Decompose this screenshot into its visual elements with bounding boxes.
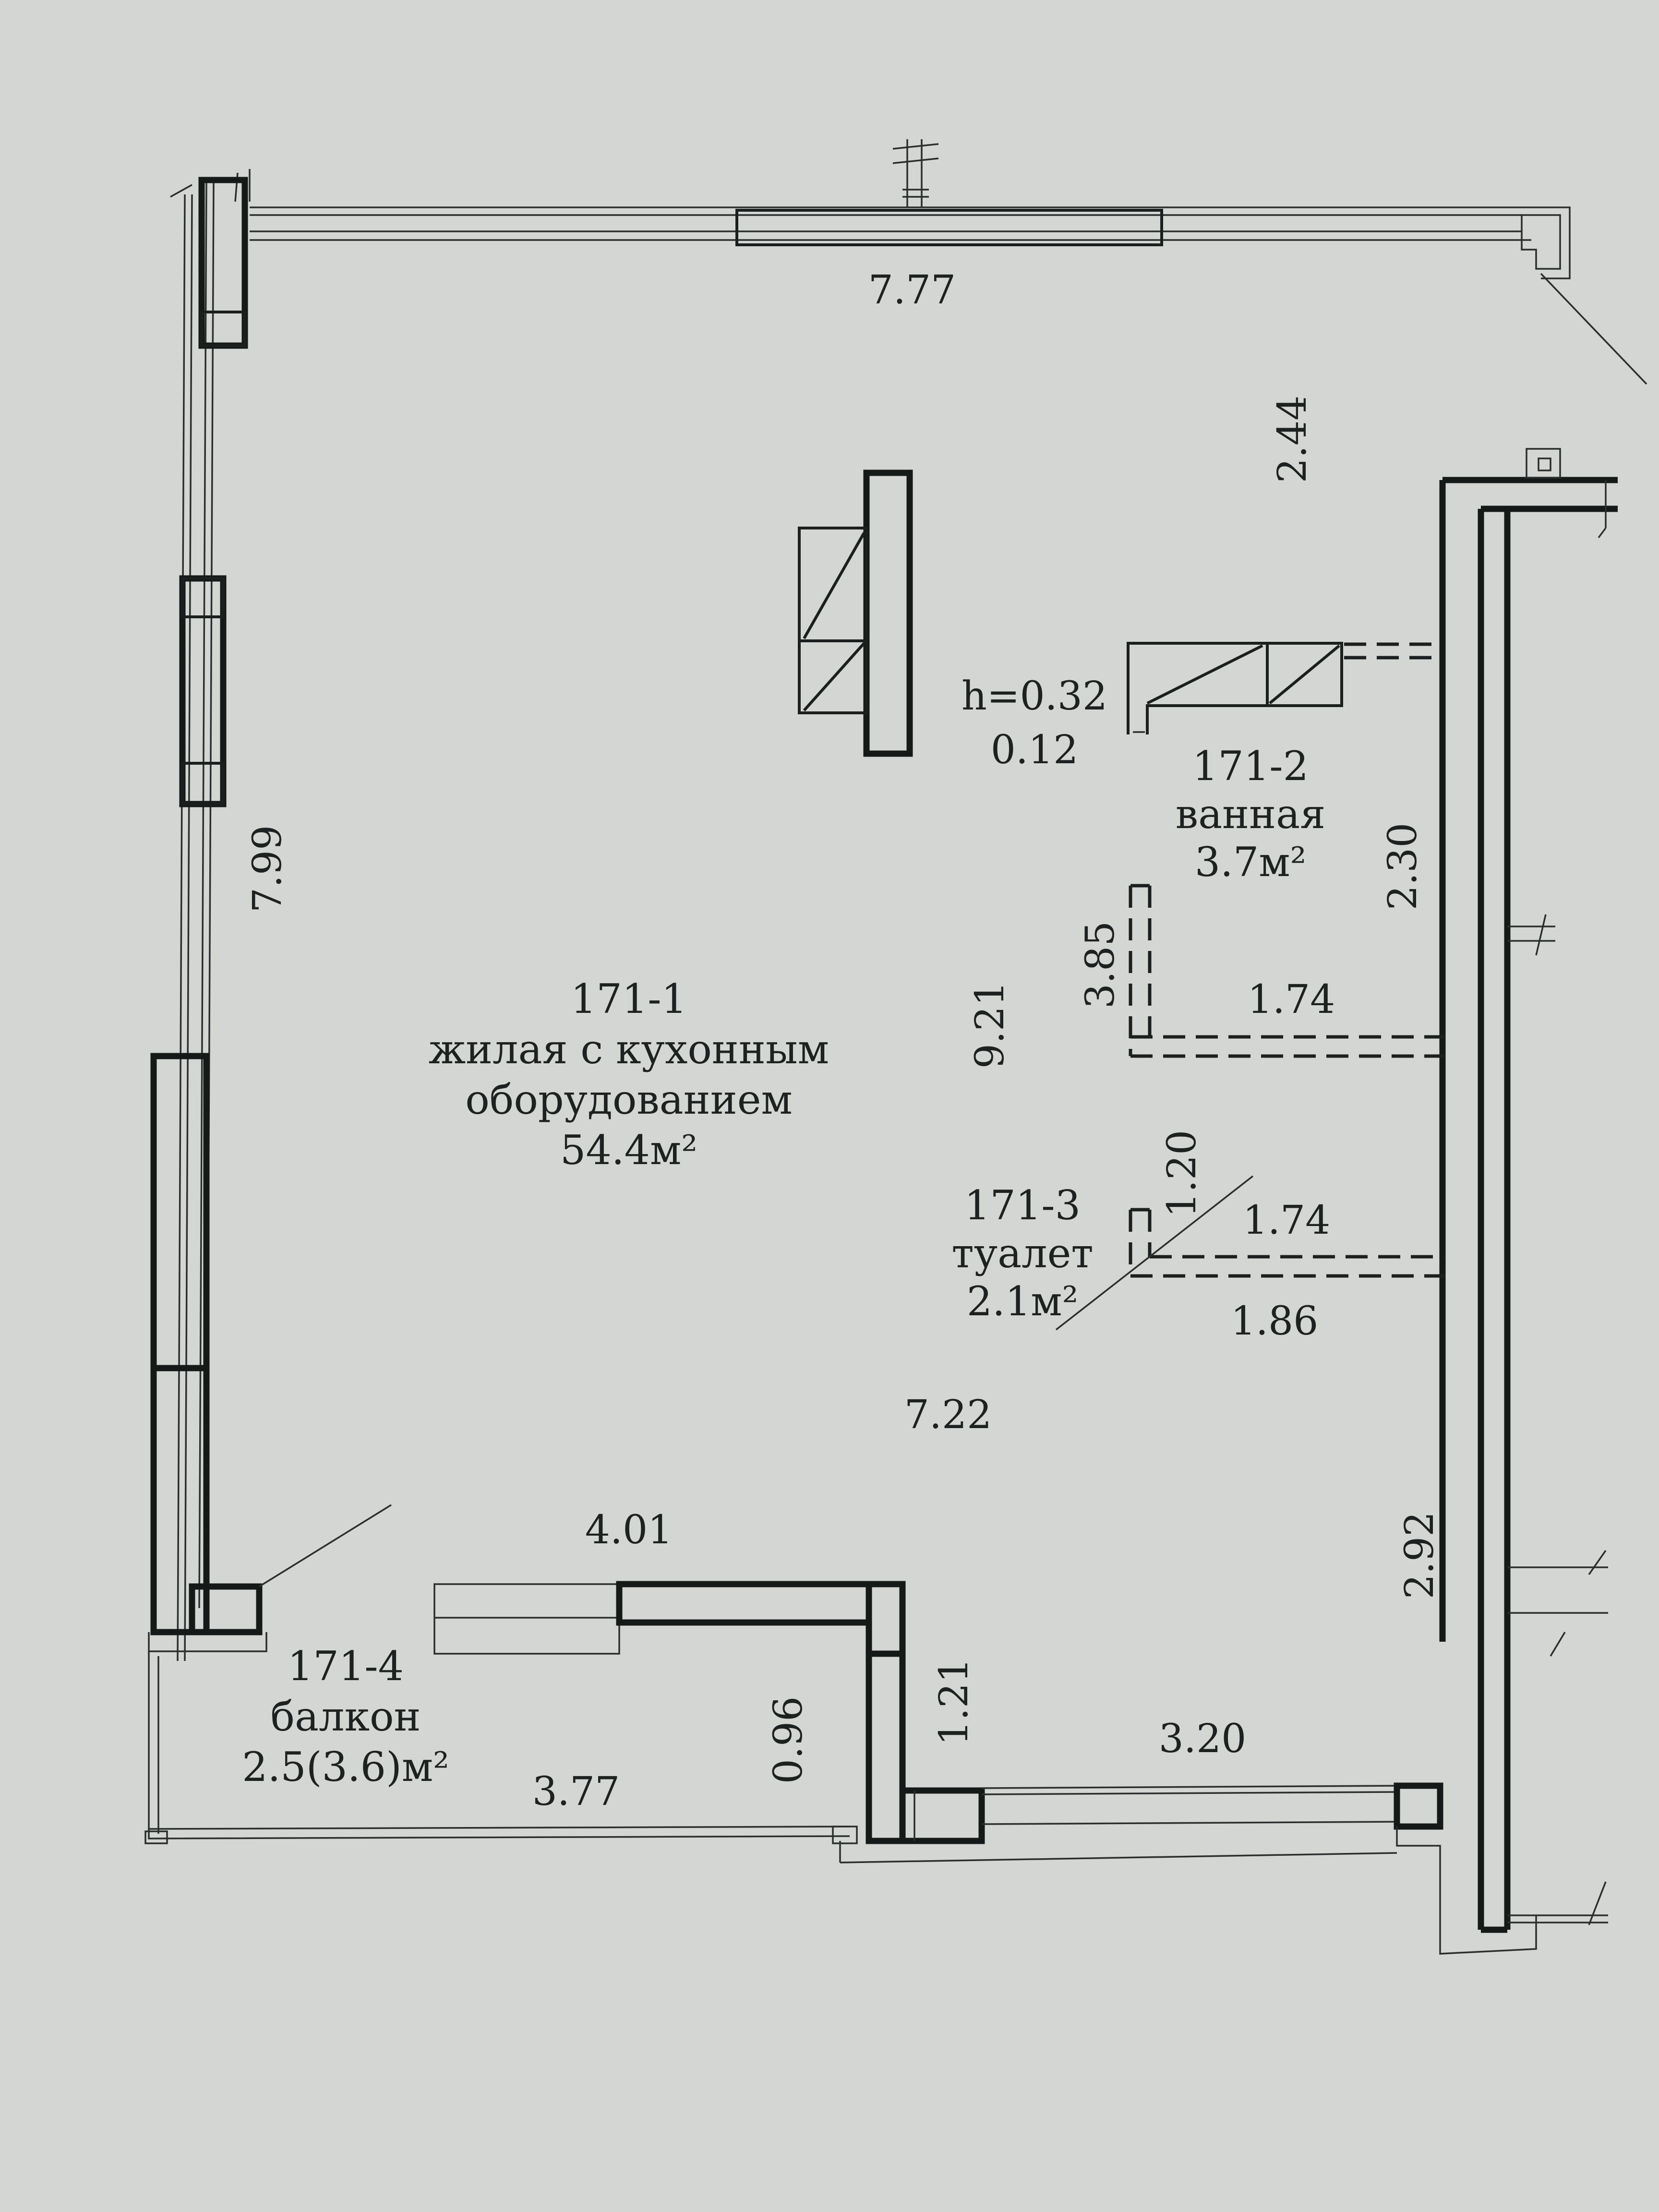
vent-shaft [798, 527, 868, 714]
toilet-leader [1055, 1175, 1254, 1331]
dim-bath-012: 0.12 [991, 727, 1079, 773]
bottom-wall-segment [616, 1581, 906, 1657]
bottom-right-column [1394, 1782, 1443, 1830]
room-toilet-area: 2.1м² [967, 1278, 1079, 1325]
left-column-bottom [189, 1583, 263, 1635]
room-living-name-line2: оборудованием [465, 1076, 793, 1123]
room-bath-id: 171-2 [1192, 743, 1309, 790]
room-bath-area: 3.7м² [1195, 839, 1307, 886]
dim-bath-depth: 3.85 [1078, 921, 1123, 1009]
bottom-walls [144, 1581, 1537, 1955]
bath-shaft [1127, 642, 1445, 734]
left-pier-top [198, 177, 248, 349]
dim-niche-depth: 1.21 [931, 1658, 977, 1746]
top-right-column [1521, 214, 1561, 270]
room-living-id: 171-1 [571, 975, 687, 1022]
bath-toilet-partitions [1055, 884, 1445, 1331]
room-toilet-name: туалет [951, 1230, 1094, 1277]
dim-balcony-depth: 0.96 [766, 1696, 811, 1784]
room-balcony-name: балкон [270, 1693, 421, 1740]
dim-bottom-right: 3.20 [1159, 1716, 1247, 1762]
partition-column [863, 469, 913, 757]
dim-bottom-wall-left: 4.01 [585, 1507, 673, 1553]
balcony-outline [148, 1651, 850, 1839]
room-living-area: 54.4м² [560, 1127, 697, 1174]
dim-left-wall: 7.99 [245, 825, 290, 913]
dim-living-width: 7.22 [904, 1392, 992, 1438]
dim-toilet-width-top: 1.74 [1243, 1198, 1331, 1243]
right-wall [1439, 448, 1618, 1933]
kitchen-partition [798, 469, 913, 757]
labels: 7.77 2.44 7.99 h=0.32 0.12 2.30 3.85 1.7… [242, 267, 1443, 1815]
dim-living-depth: 9.21 [967, 981, 1013, 1069]
left-wall [148, 169, 392, 1661]
dim-bath-width: 1.74 [1248, 977, 1335, 1022]
dim-toilet-depth: 1.20 [1159, 1130, 1205, 1218]
dim-top-wall: 7.77 [868, 267, 956, 313]
dim-right-upper: 2.44 [1270, 396, 1315, 483]
room-living-name-line1: жилая с кухонным [429, 1026, 829, 1073]
bottom-column [899, 1787, 985, 1844]
top-wall [250, 139, 1647, 385]
room-bath-name: ванная [1176, 791, 1325, 838]
left-window-2 [150, 1053, 210, 1635]
dim-balcony-width: 3.77 [532, 1769, 620, 1815]
top-window [735, 209, 1163, 246]
dim-bath-right: 2.30 [1380, 823, 1426, 911]
room-toilet-id: 171-3 [964, 1182, 1081, 1229]
dim-toilet-width-bottom: 1.86 [1231, 1298, 1319, 1344]
room-balcony-id: 171-4 [288, 1643, 404, 1690]
dim-bath-h: h=0.32 [962, 673, 1107, 719]
dim-right-lower: 2.92 [1397, 1512, 1443, 1599]
room-balcony-area: 2.5(3.6)м² [242, 1743, 449, 1791]
